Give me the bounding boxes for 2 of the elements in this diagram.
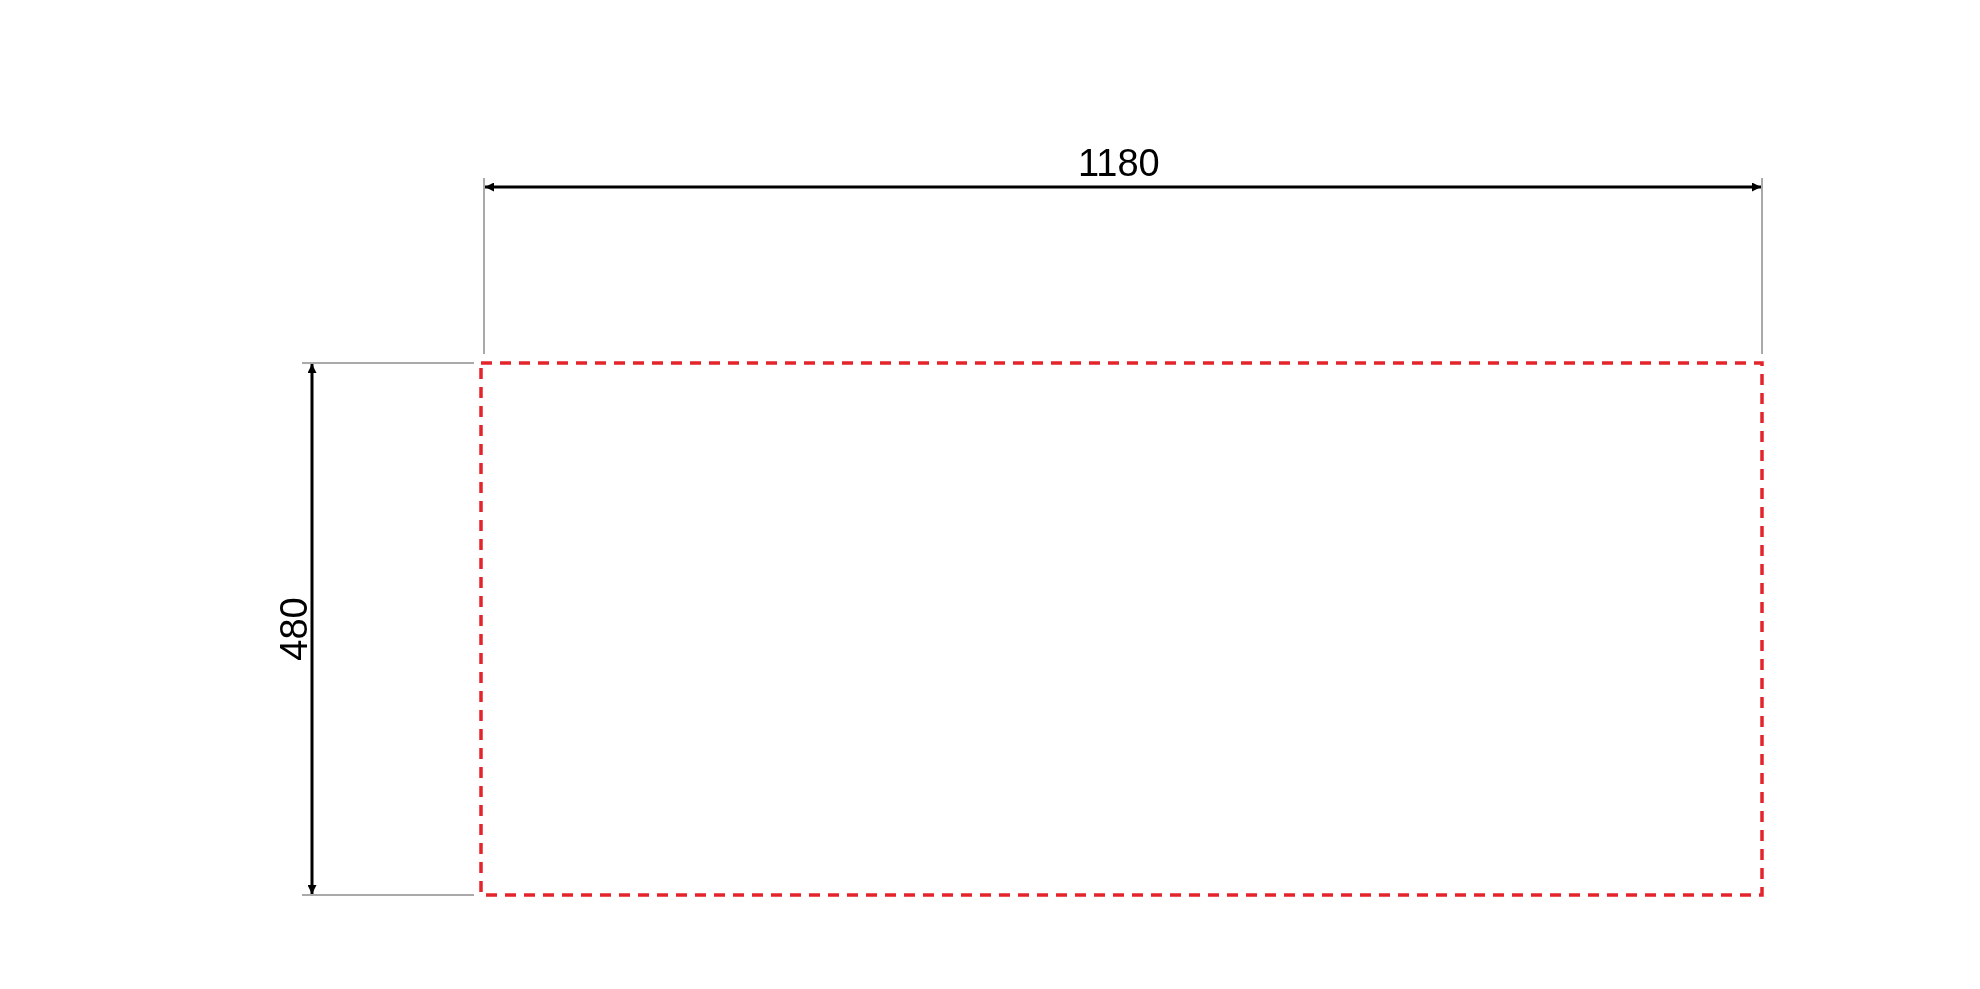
dimension-label: 480 [274,597,313,661]
dimension-label: 1180 [1078,144,1160,182]
